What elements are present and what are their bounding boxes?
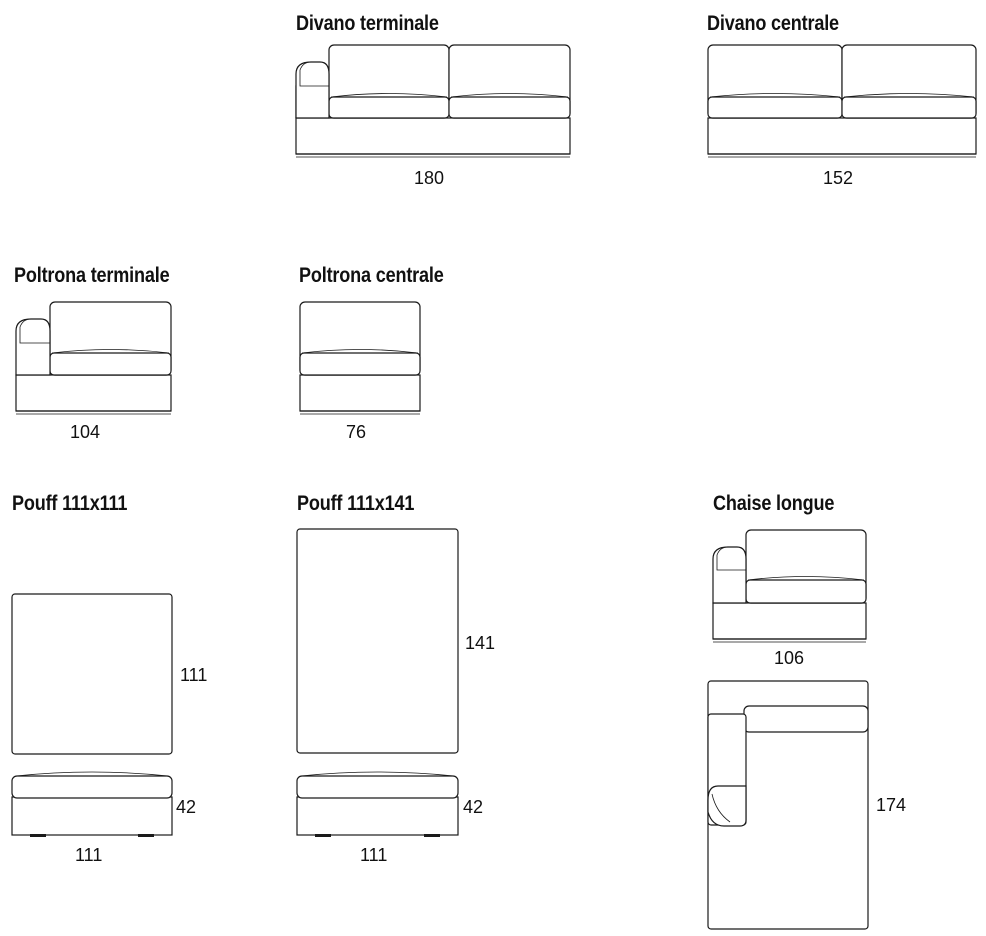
pouff-111x111-width-dim: 111 [75,845,103,865]
chaise-longue-length-dim: 174 [876,795,907,815]
chaise-longue-title: Chaise longue [713,492,835,515]
pouff-111x111-front-view [11,771,173,837]
divano-centrale-front-view [707,44,977,158]
pouff-111x111-top-view [11,593,173,755]
poltrona-centrale-width-dim: 76 [346,422,367,442]
poltrona-terminale-width-dim: 104 [70,422,101,442]
poltrona-terminale-title: Poltrona terminale [14,264,170,287]
pouff-111x141-height-dim: 42 [463,797,484,817]
pouff-111x111-height-dim: 42 [176,797,197,817]
pouff-111x141-depth-dim: 141 [465,633,496,653]
pouff-111x141-width-dim: 111 [360,845,388,865]
chaise-longue-width-dim: 106 [774,648,805,668]
chaise-longue-top-view [707,680,869,930]
poltrona-terminale-front-view [15,301,172,415]
pouff-111x111-depth-dim: 111 [180,665,208,685]
divano-terminale-front-view [295,44,571,158]
pouff-111x141-top-view [296,528,459,754]
divano-centrale-title: Divano centrale [707,12,839,35]
divano-terminale-title: Divano terminale [296,12,439,35]
pouff-111x141-title: Pouff 111x141 [297,492,415,515]
poltrona-centrale-front-view [299,301,421,415]
poltrona-centrale-title: Poltrona centrale [299,264,444,287]
divano-terminale-width-dim: 180 [414,168,445,188]
pouff-111x111-title: Pouff 111x111 [12,492,128,515]
pouff-111x141-front-view [296,771,459,837]
divano-centrale-width-dim: 152 [823,168,854,188]
chaise-longue-front-view [712,529,867,643]
